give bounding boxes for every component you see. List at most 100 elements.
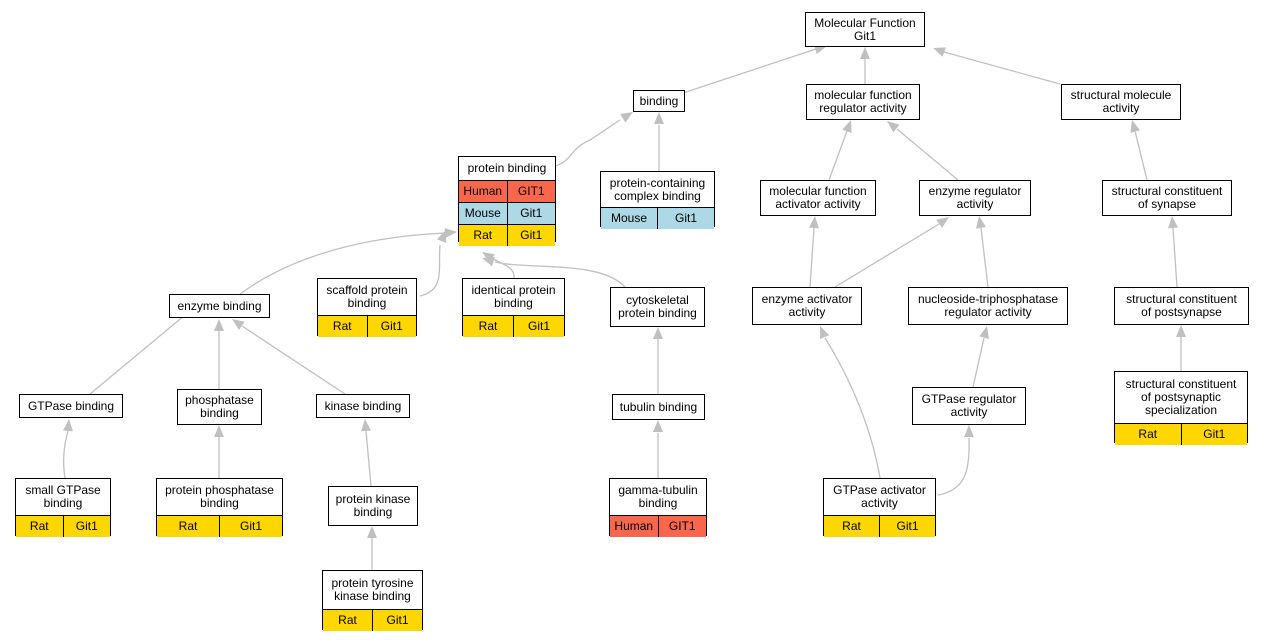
species-cell: Rat xyxy=(463,316,513,337)
edge-line xyxy=(937,437,970,496)
term-node-eb[interactable]: enzyme binding xyxy=(169,294,270,318)
species-cell: Rat xyxy=(459,225,507,246)
term-node-era[interactable]: enzyme regulator activity xyxy=(919,180,1031,216)
term-node-mfra[interactable]: molecular function regulator activity xyxy=(806,84,920,120)
term-node-mfaa[interactable]: molecular function activator activity xyxy=(760,180,876,216)
term-label: protein kinase binding xyxy=(335,492,411,519)
arrowhead-icon xyxy=(1168,216,1178,229)
gene-cell: Git1 xyxy=(879,516,935,537)
term-label: phosphatase binding xyxy=(185,393,254,420)
edge-line xyxy=(682,48,817,94)
term-label: enzyme activator activity xyxy=(761,292,853,319)
edge-line xyxy=(809,227,815,288)
term-node-ntra[interactable]: nucleoside-triphosphatase regulator acti… xyxy=(908,287,1068,325)
edge-line xyxy=(241,325,346,395)
gene-cell: Git1 xyxy=(657,208,714,229)
species-cell: Human xyxy=(459,181,507,202)
arrowhead-icon xyxy=(887,121,900,133)
term-node-scps[interactable]: structural constituent of postsynapse xyxy=(1114,287,1249,325)
term-label: binding xyxy=(639,93,679,108)
species-cell: Mouse xyxy=(601,208,657,229)
gene-cell: Git1 xyxy=(219,516,282,537)
term-node-phb[interactable]: phosphatase binding xyxy=(177,389,262,425)
term-node-eaa[interactable]: enzyme activator activity xyxy=(752,287,862,325)
species-cell: Rat xyxy=(16,516,63,537)
edge-line xyxy=(1172,227,1178,288)
term-node-bind[interactable]: binding xyxy=(633,90,685,112)
arrowhead-icon xyxy=(444,228,457,238)
edge-line xyxy=(980,227,989,288)
term-label: kinase binding xyxy=(324,398,402,413)
arrowhead-icon xyxy=(214,319,224,331)
edge-line xyxy=(494,261,626,288)
term-label: small GTPase binding xyxy=(25,483,101,510)
arrowhead-icon xyxy=(979,326,989,339)
term-label: cytoskeletal protein binding xyxy=(618,293,697,320)
edge-line xyxy=(492,258,515,279)
term-label: nucleoside-triphosphatase regulator acti… xyxy=(917,292,1059,319)
edge-line xyxy=(365,430,372,487)
arrowhead-icon xyxy=(976,216,986,229)
arrowhead-icon xyxy=(809,216,819,229)
term-node-mf[interactable]: Molecular Function Git1 xyxy=(805,12,925,47)
term-label: protein phosphatase binding xyxy=(165,483,274,510)
term-label: GTPase binding xyxy=(27,398,115,413)
gene-cell: Git1 xyxy=(366,316,416,337)
term-node-scpss[interactable]: structural constituent of postsynaptic s… xyxy=(1114,371,1248,445)
term-node-scs[interactable]: structural constituent of synapse xyxy=(1102,180,1232,216)
term-label: GTPase regulator activity xyxy=(921,392,1017,419)
term-label: gamma-tubulin binding xyxy=(618,483,698,510)
gene-cell: Git1 xyxy=(62,516,110,537)
term-node-gra[interactable]: GTPase regulator activity xyxy=(912,387,1026,425)
arrowhead-icon xyxy=(367,526,377,538)
gene-cell: Git1 xyxy=(506,203,555,224)
arrowhead-icon xyxy=(653,327,663,339)
arrowhead-icon xyxy=(482,252,495,263)
arrowhead-icon xyxy=(1130,120,1140,133)
arrowhead-icon xyxy=(936,217,949,228)
arrowhead-icon xyxy=(1176,325,1186,337)
term-label: enzyme binding xyxy=(177,298,262,313)
edge-line xyxy=(824,337,881,479)
arrowhead-icon xyxy=(860,47,870,59)
edge-line xyxy=(89,304,198,395)
term-label: molecular function activator activity xyxy=(769,184,867,211)
term-node-gb[interactable]: GTPase binding xyxy=(19,394,123,418)
term-label: protein binding xyxy=(467,161,547,175)
gene-cell: Git1 xyxy=(506,225,555,246)
term-label: scaffold protein binding xyxy=(326,283,408,310)
species-cell: Rat xyxy=(1115,424,1181,445)
edge-line xyxy=(972,337,985,388)
species-cell: Rat xyxy=(157,516,219,537)
species-cell: Rat xyxy=(824,516,879,537)
term-node-tb[interactable]: tubulin binding xyxy=(612,394,705,420)
term-node-pkb[interactable]: protein kinase binding xyxy=(328,486,418,526)
term-node-kb[interactable]: kinase binding xyxy=(316,394,410,418)
arrowhead-icon xyxy=(933,47,946,57)
term-label: GTPase activator activity xyxy=(833,483,926,510)
edge-line xyxy=(555,119,621,167)
gene-cell: Git1 xyxy=(372,610,422,631)
edge-line xyxy=(834,223,940,288)
term-label: identical protein binding xyxy=(471,283,556,310)
arrowhead-icon xyxy=(653,420,663,432)
term-node-cpb[interactable]: cytoskeletal protein binding xyxy=(610,287,705,327)
gene-cell: GIT1 xyxy=(657,516,706,537)
term-label: protein tyrosine kinase binding xyxy=(331,576,414,603)
term-node-sma[interactable]: structural molecule activity xyxy=(1061,84,1181,120)
